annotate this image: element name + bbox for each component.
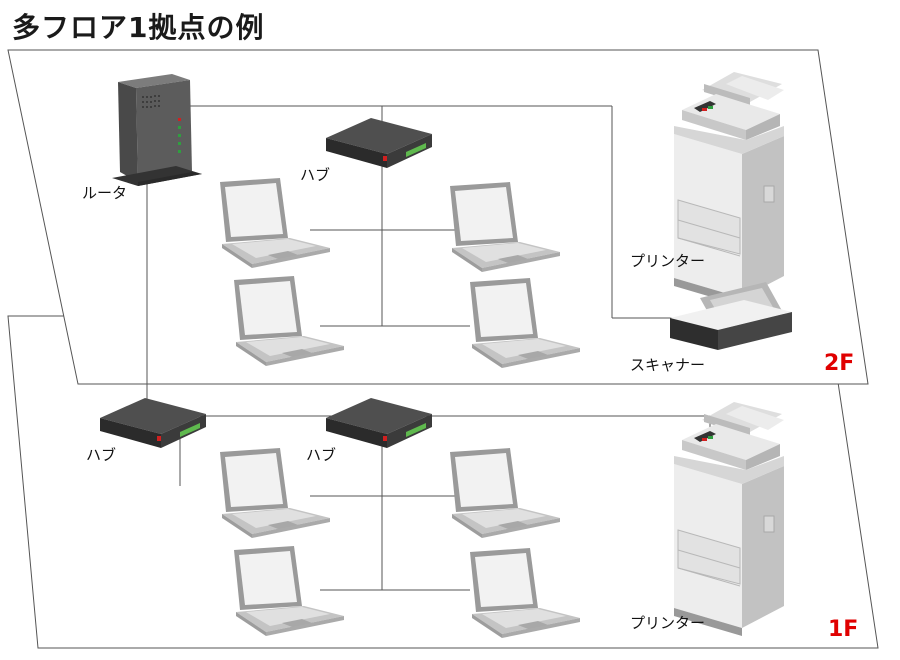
- scanner-2f-label: スキャナー: [630, 356, 705, 374]
- router-icon: [112, 74, 202, 186]
- hub-2f-label: ハブ: [300, 166, 330, 184]
- floor-label-1f: 1F: [828, 617, 858, 642]
- hub-1f-right-label: ハブ: [306, 446, 336, 464]
- hub-1f-left-label: ハブ: [86, 446, 116, 464]
- printer-2f-label: プリンター: [630, 252, 705, 270]
- printer-1f-label: プリンター: [630, 614, 705, 632]
- network-cables-2f: [146, 105, 672, 406]
- floor-label-2f: 2F: [824, 351, 854, 376]
- router-label: ルータ: [82, 184, 127, 202]
- floor-plane-2f: [7, 49, 869, 385]
- page-title: 多フロア1拠点の例: [12, 11, 265, 44]
